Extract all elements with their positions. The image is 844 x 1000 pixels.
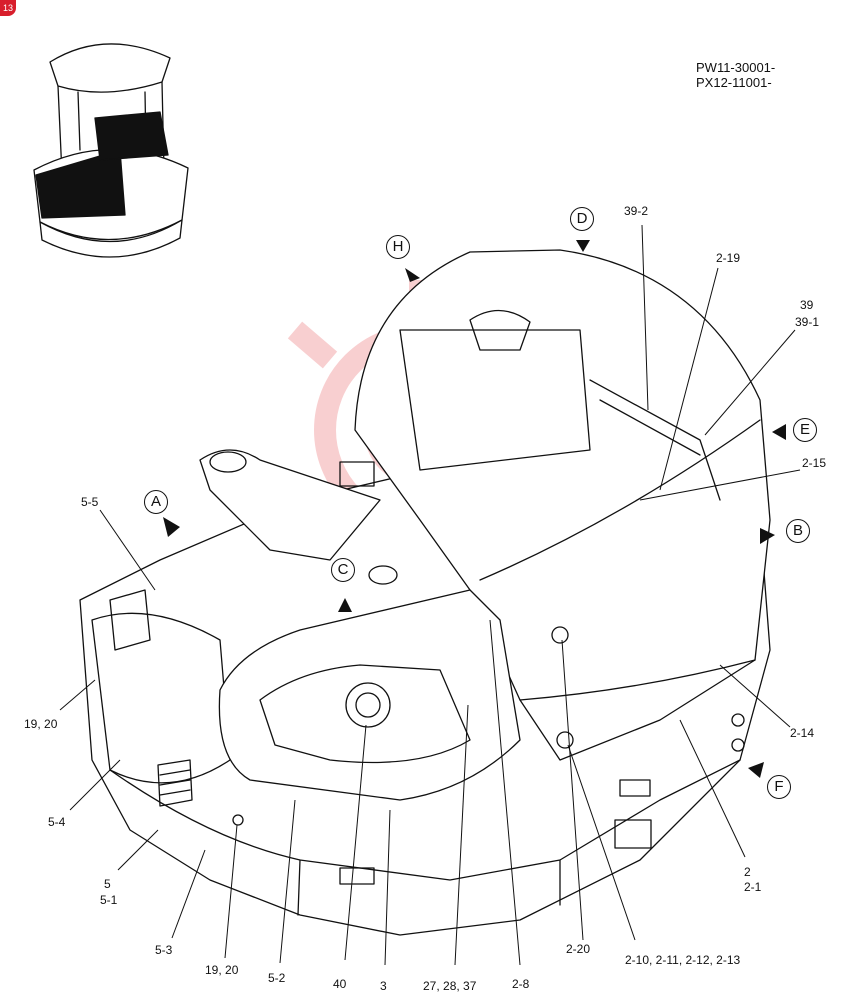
callout-39-2: 39-2 <box>624 204 649 218</box>
callout-5-3: 5-3 <box>155 943 173 957</box>
model-code-2: PX12-11001- <box>696 75 772 90</box>
view-marker-a[interactable]: A <box>144 490 168 514</box>
callout-2-14: 2-14 <box>790 726 815 740</box>
page-badge: 13 <box>0 0 16 16</box>
view-marker-d[interactable]: D <box>570 207 594 231</box>
callout-2: 2 <box>744 865 751 879</box>
thumbnail-machine <box>33 43 189 258</box>
engine-hood-cover <box>354 249 771 761</box>
callout-39-1: 39-1 <box>795 315 820 329</box>
view-marker-e[interactable]: E <box>793 418 817 442</box>
callout-19-20-left: 19, 20 <box>24 717 58 731</box>
callout-5: 5 <box>104 877 111 891</box>
view-marker-f[interactable]: F <box>767 775 791 799</box>
callout-2-15: 2-15 <box>802 456 827 470</box>
view-marker-h[interactable]: H <box>386 235 410 259</box>
callout-19-20-bottom: 19, 20 <box>205 963 239 977</box>
view-marker-b[interactable]: B <box>786 519 810 543</box>
callout-2-1: 2-1 <box>744 880 762 894</box>
leader-lines <box>59 224 801 966</box>
callout-5-2: 5-2 <box>268 971 286 985</box>
frame-bracket <box>199 449 381 561</box>
model-codes: PW11-30001- PX12-11001- <box>696 60 775 90</box>
side-cover-panel <box>218 589 521 801</box>
callout-3: 3 <box>380 979 387 993</box>
callout-39: 39 <box>800 298 814 312</box>
callout-40: 40 <box>333 977 347 991</box>
callout-5-1: 5-1 <box>100 893 118 907</box>
view-marker-c[interactable]: C <box>331 558 355 582</box>
callout-2-20: 2-20 <box>566 942 591 956</box>
view-arrows <box>163 240 786 778</box>
callout-2-10-2-11-2-12-2-13: 2-10, 2-11, 2-12, 2-13 <box>625 953 741 967</box>
callout-27-28-37: 27, 28, 37 <box>423 979 477 993</box>
callout-2-19: 2-19 <box>716 251 741 265</box>
callout-2-8: 2-8 <box>512 977 530 991</box>
callout-5-5: 5-5 <box>81 495 99 509</box>
model-code-1: PW11-30001- <box>696 60 776 75</box>
callout-5-4: 5-4 <box>48 815 66 829</box>
